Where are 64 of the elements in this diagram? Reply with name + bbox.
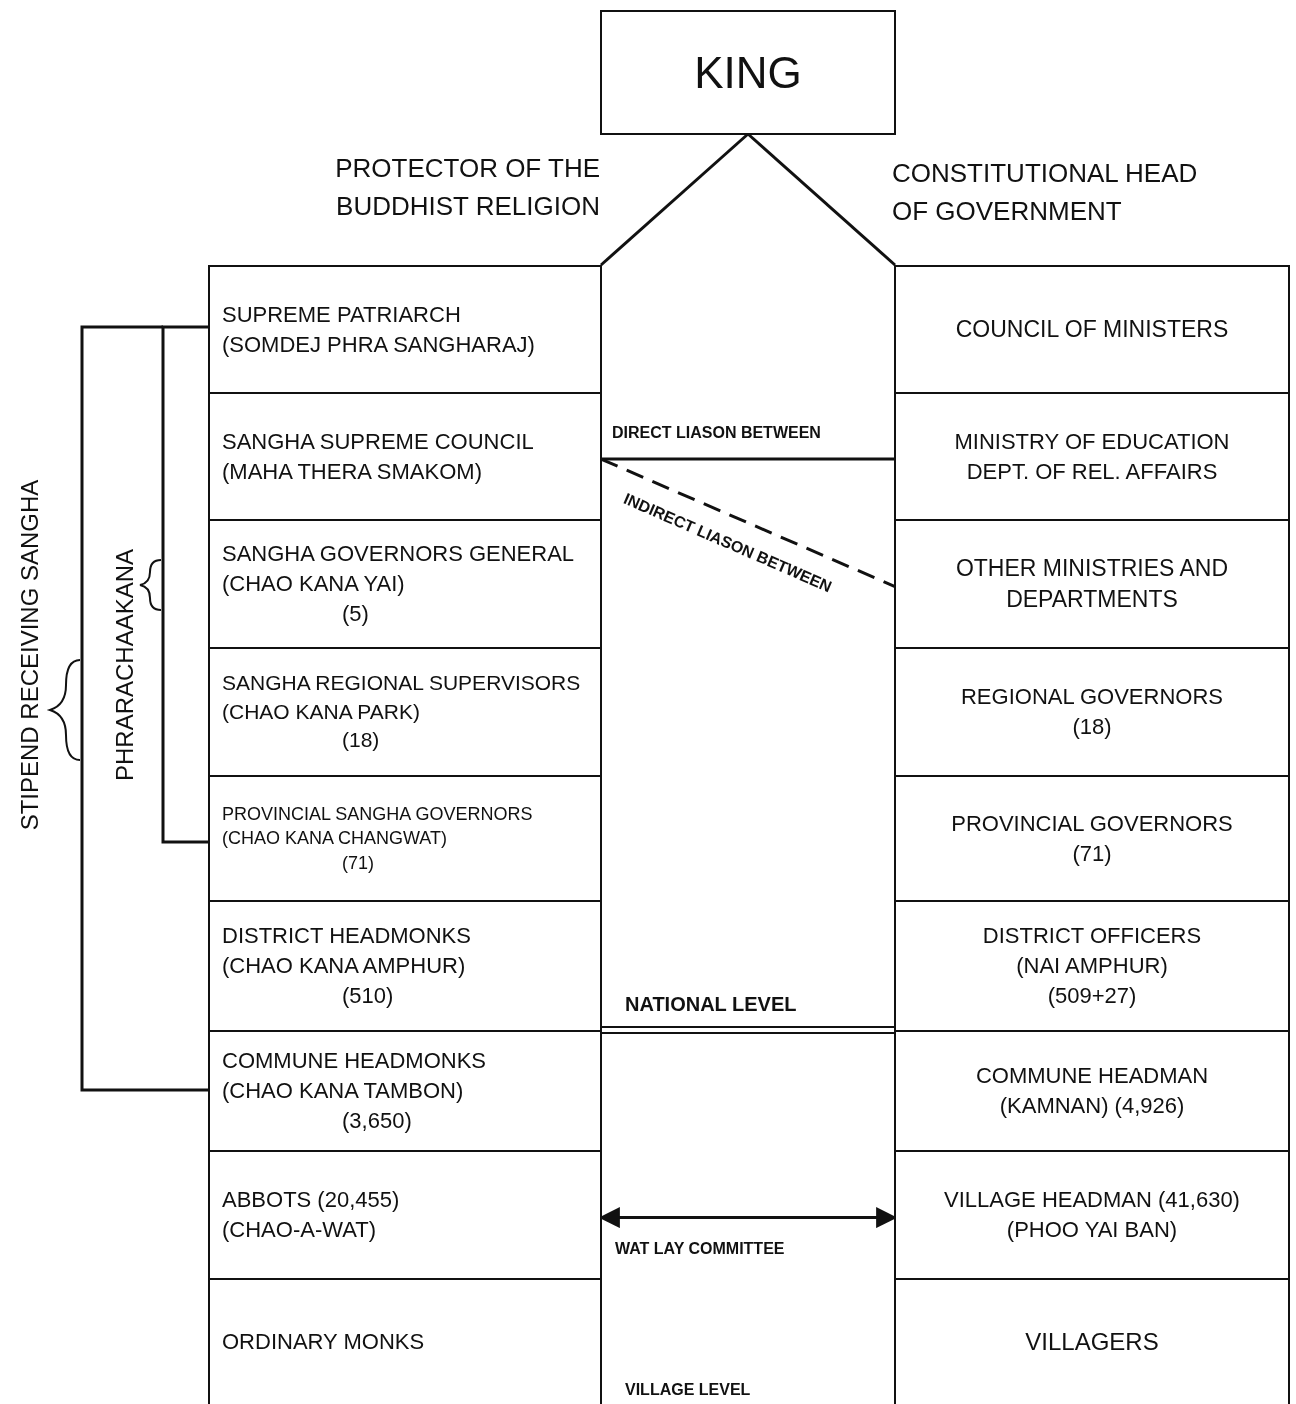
rank-box bbox=[894, 1150, 1290, 1280]
rank-detail: (5) bbox=[341, 599, 370, 628]
rank-box bbox=[894, 1030, 1290, 1152]
bracket-label: STIPEND RECEIVING SANGHA bbox=[16, 479, 44, 831]
rank-detail: (CHAO KANA TAMBON) bbox=[222, 1077, 465, 1106]
rank-title: VILLAGERS bbox=[1024, 1326, 1160, 1357]
rank-box bbox=[208, 647, 602, 777]
rank-title: COMMUNE HEADMAN bbox=[974, 1062, 1210, 1091]
rank-box bbox=[208, 1278, 602, 1404]
rank-title: ORDINARY MONKS bbox=[222, 1328, 426, 1357]
rank-detail: (3,650) bbox=[341, 1106, 413, 1135]
title-box bbox=[600, 10, 896, 135]
rank-box bbox=[894, 647, 1290, 777]
title-text: KING bbox=[693, 46, 803, 99]
rank-box bbox=[208, 265, 602, 394]
rank-title: SANGHA SUPREME COUNCIL bbox=[222, 427, 535, 456]
rank-detail: (PHOO YAI BAN) bbox=[1005, 1216, 1179, 1244]
rank-detail: (CHAO-A-WAT) bbox=[222, 1216, 377, 1244]
rank-box bbox=[208, 1030, 602, 1152]
level-label: NATIONAL LEVEL bbox=[625, 992, 798, 1017]
connector-line bbox=[601, 457, 895, 461]
rank-box bbox=[208, 519, 602, 649]
rank-detail: (509+27) bbox=[1046, 981, 1138, 1010]
rank-title: MINISTRY OF EDUCATION bbox=[953, 427, 1231, 456]
role-caption: PROTECTOR OF THE BUDDHIST RELIGION bbox=[334, 152, 600, 223]
rank-title: PROVINCIAL GOVERNORS bbox=[950, 809, 1234, 838]
rank-title: OTHER MINISTRIES AND DEPARTMENTS bbox=[954, 553, 1230, 614]
rank-title: DISTRICT HEADMONKS bbox=[222, 922, 472, 951]
rank-detail: (71) bbox=[1071, 839, 1113, 868]
role-caption: CONSTITUTIONAL HEAD OF GOVERNMENT bbox=[892, 157, 1199, 228]
rank-box bbox=[894, 519, 1290, 649]
rank-title: DISTRICT OFFICERS bbox=[981, 922, 1203, 951]
rank-box bbox=[894, 265, 1290, 394]
rank-box bbox=[894, 1278, 1290, 1404]
rank-detail: (NAI AMPHUR) bbox=[1015, 952, 1169, 981]
rank-title: REGIONAL GOVERNORS bbox=[960, 683, 1224, 712]
rank-title: PROVINCIAL SANGHA GOVERNORS bbox=[222, 803, 534, 827]
rank-detail: (18) bbox=[1071, 713, 1113, 741]
rank-detail: (CHAO KANA AMPHUR) bbox=[222, 952, 467, 981]
rank-box bbox=[208, 392, 602, 521]
bracket-label: PHRARACHAAKANA bbox=[111, 548, 139, 782]
rank-box bbox=[208, 900, 602, 1032]
rank-detail: (KAMNAN) (4,926) bbox=[998, 1092, 1186, 1120]
rank-detail: (510) bbox=[341, 981, 395, 1010]
rank-detail: (71) bbox=[341, 851, 375, 875]
rank-detail: (CHAO KANA YAI) bbox=[222, 570, 406, 599]
rank-title: SANGHA REGIONAL SUPERVISORS (CHAO KANA PARK) bbox=[222, 670, 582, 725]
rank-detail: DEPT. OF REL. AFFAIRS bbox=[965, 457, 1219, 486]
rank-detail: (CHAO KANA CHANGWAT) bbox=[222, 827, 448, 851]
rank-detail: (SOMDEJ PHRA SANGHARAJ) bbox=[222, 330, 536, 359]
rank-title: ABBOTS (20,455) bbox=[222, 1186, 401, 1215]
rank-box bbox=[208, 775, 602, 902]
rank-detail: (MAHA THERA SMAKOM) bbox=[222, 457, 483, 486]
rank-title: COMMUNE HEADMONKS bbox=[222, 1047, 487, 1076]
rank-title: VILLAGE HEADMAN (41,630) bbox=[943, 1186, 1241, 1215]
rank-box bbox=[894, 392, 1290, 521]
level-label: VILLAGE LEVEL bbox=[625, 1380, 752, 1400]
rank-title: SANGHA GOVERNORS GENERAL bbox=[222, 540, 576, 569]
rank-detail: (18) bbox=[341, 727, 381, 754]
rank-box bbox=[208, 1150, 602, 1280]
rank-box bbox=[894, 900, 1290, 1032]
rank-box bbox=[894, 775, 1290, 902]
rank-title: COUNCIL OF MINISTERS bbox=[954, 314, 1230, 344]
rank-title: SUPREME PATRIARCH bbox=[222, 300, 462, 329]
